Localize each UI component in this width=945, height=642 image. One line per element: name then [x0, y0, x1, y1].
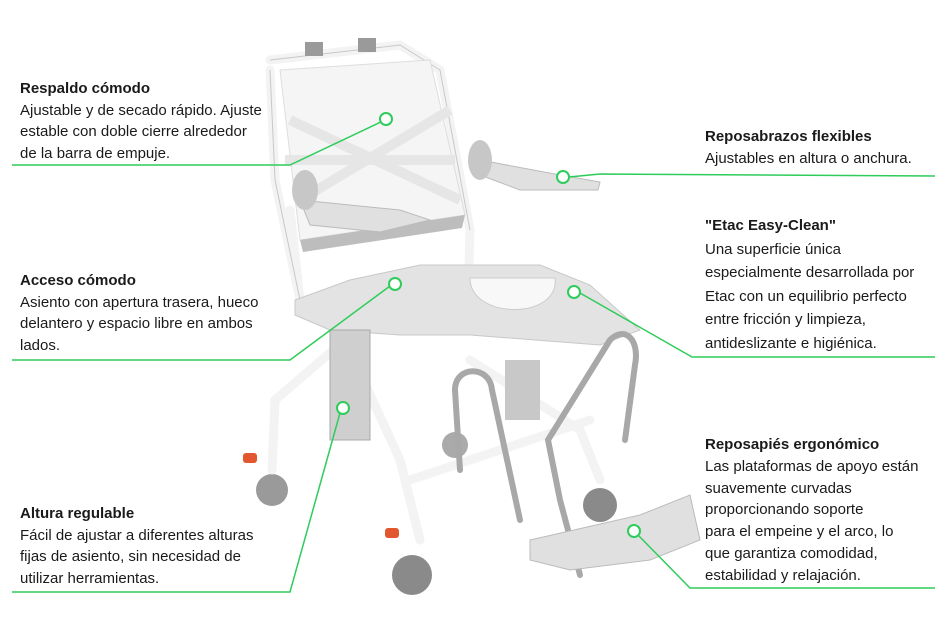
callout-text: estabilidad y relajación.: [705, 566, 861, 584]
leader-line-armrests: [568, 173, 936, 178]
callout-text: lados.: [20, 336, 61, 354]
callout-text: estable con doble cierre alrededor: [20, 123, 247, 140]
callout-text: de la barra de empuje.: [20, 144, 171, 162]
callout-text: delantero y espacio libre en ambos: [20, 315, 253, 332]
callout-title: Acceso cómodo: [20, 272, 136, 289]
callout-text: Ajustable y de secado rápido. Ajuste: [20, 101, 262, 119]
hotspot-armrests: [556, 170, 570, 184]
callout-title: "Etac Easy-Clean": [705, 217, 836, 234]
footplate: [529, 494, 701, 571]
wheels: [256, 432, 617, 595]
hotspot-footrest: [627, 524, 641, 538]
hotspot-easyclean: [567, 285, 581, 299]
leader-line-easyclean: [579, 292, 935, 358]
callout-text: fijas de asiento, sin necesidad de: [20, 548, 241, 565]
callout-armrests: Reposabrazos flexibles Ajustables en alt…: [705, 126, 912, 169]
callout-text: para el empeine y el arco, lo: [705, 523, 894, 541]
leader-line-access: [12, 285, 391, 361]
callout-height: Altura regulable Fácil de ajustar a dife…: [20, 503, 253, 589]
callout-text: especialmente desarrollada por: [705, 264, 915, 281]
callout-text: Asiento con apertura trasera, hueco: [20, 293, 259, 311]
hotspot-height: [336, 401, 350, 415]
callout-title: Respaldo cómodo: [20, 80, 151, 97]
callout-easyclean: "Etac Easy-Clean" Una superficie única e…: [705, 214, 914, 355]
callout-text: Etac con un equilibrio perfecto: [705, 287, 907, 305]
leader-line-footrest: [637, 534, 935, 589]
leader-line-height: [12, 412, 341, 593]
hotspot-access: [388, 277, 402, 291]
callout-access: Acceso cómodo Asiento con apertura trase…: [20, 270, 258, 356]
callout-text: suavemente curvadas: [705, 479, 852, 497]
callout-title: Altura regulable: [20, 505, 135, 522]
armrest-left: [299, 199, 432, 233]
callout-text: Fácil de ajustar a diferentes alturas: [20, 526, 254, 544]
callout-text: proporcionando soporte: [705, 501, 864, 519]
callout-text: Las plataformas de apoyo están: [705, 457, 919, 475]
callout-text: que garantiza comodidad,: [705, 544, 878, 562]
callout-text: Ajustables en altura o anchura.: [705, 149, 912, 167]
callout-text: antideslizante e higiénica.: [705, 334, 877, 352]
leader-line-backrest: [12, 120, 384, 166]
hotspot-backrest: [379, 112, 393, 126]
callout-title: Reposapiés ergonómico: [705, 436, 880, 453]
callout-text: entre fricción y limpieza,: [705, 311, 866, 328]
callout-text: utilizar herramientas.: [20, 569, 160, 587]
callout-backrest: Respaldo cómodo Ajustable y de secado rá…: [20, 78, 262, 164]
callout-text: Una superficie única: [705, 240, 841, 258]
callout-title: Reposabrazos flexibles: [705, 128, 872, 145]
callout-footrest: Reposapiés ergonómico Las plataformas de…: [705, 434, 918, 587]
